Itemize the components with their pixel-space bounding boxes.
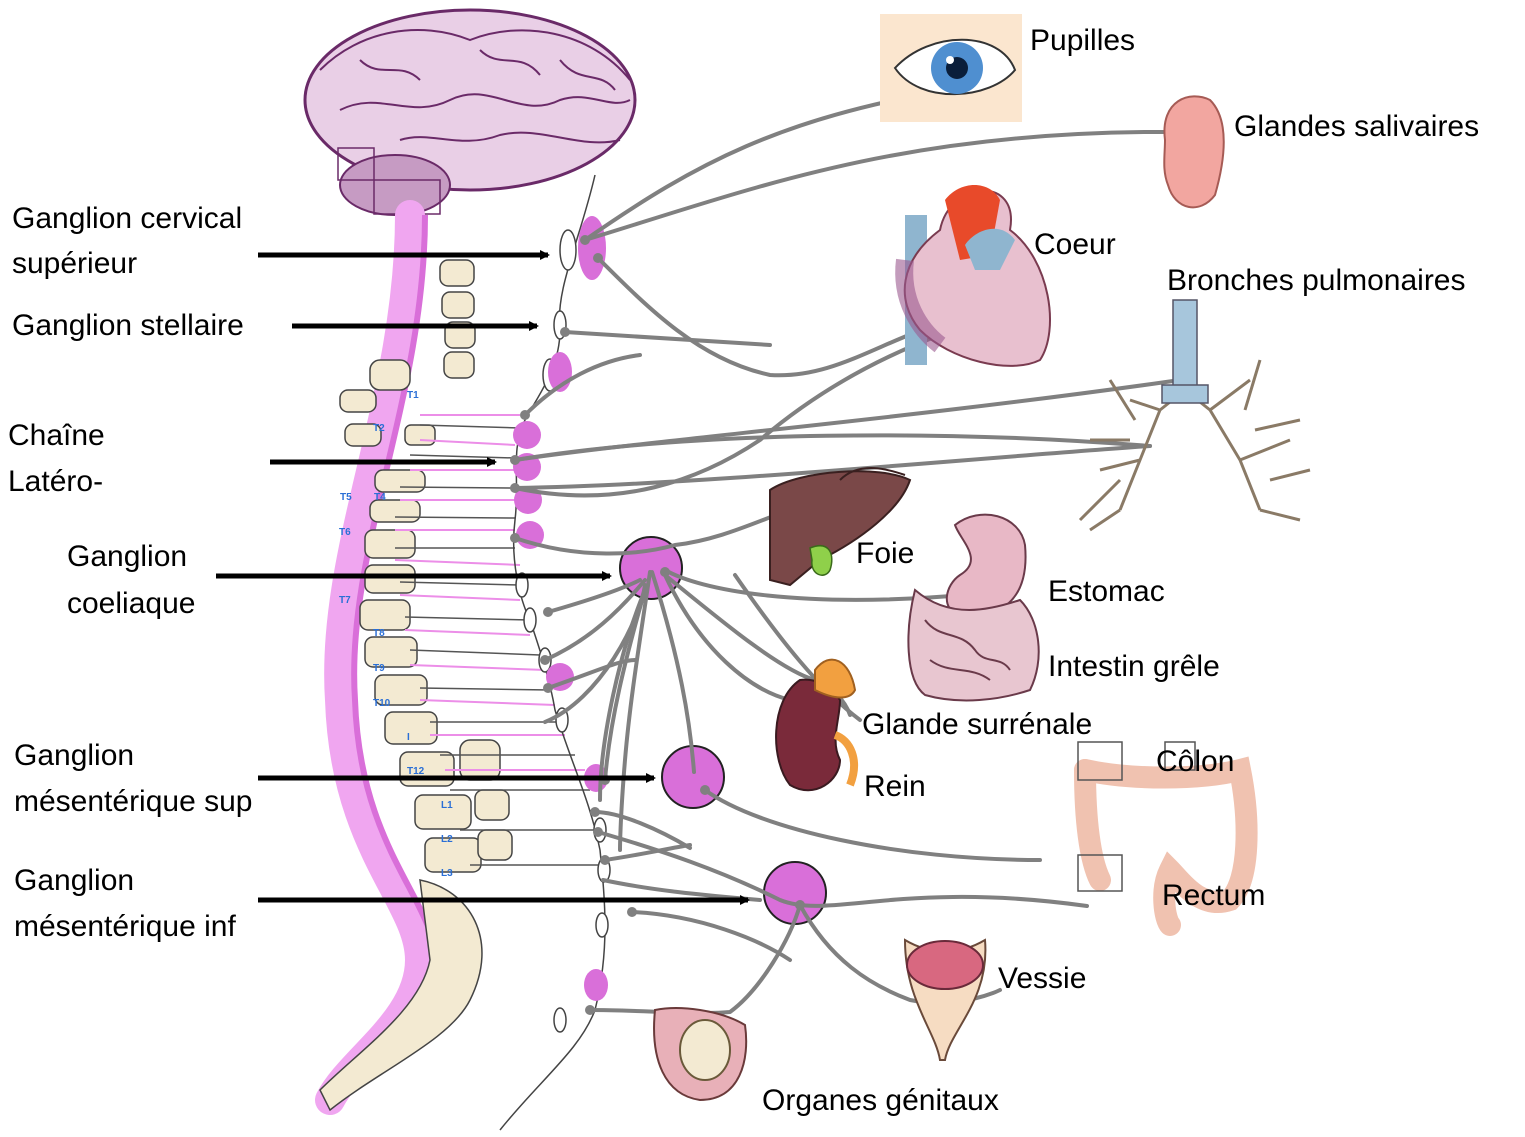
bladder-illustration	[905, 940, 985, 1060]
vertebra-label: T2	[373, 423, 385, 434]
label-rein: Rein	[864, 768, 926, 806]
superior-cervical-ganglion	[578, 216, 606, 280]
label-bronches: Bronches pulmonaires	[1167, 262, 1466, 300]
vertebra-label: T4	[374, 492, 386, 503]
bronchi-illustration	[1080, 300, 1310, 530]
label-foie: Foie	[856, 535, 914, 573]
vertebra-label: T12	[407, 766, 425, 777]
kidney-adrenal-illustration	[776, 660, 855, 791]
label-glandes-salivaires: Glandes salivaires	[1234, 108, 1479, 146]
label-ganglion-stellaire: Ganglion stellaire	[12, 307, 244, 345]
vertebra-label: L2	[441, 834, 453, 845]
label-chaine-line1: Chaîne	[8, 417, 105, 455]
heart-illustration	[904, 185, 1050, 366]
label-mesenterique-inf-line2: mésentérique inf	[14, 908, 236, 946]
label-pupilles: Pupilles	[1030, 22, 1135, 60]
label-coeur: Coeur	[1034, 226, 1116, 264]
vertebra-label: I	[407, 732, 410, 743]
label-ganglion-cervical-line1: Ganglion cervical	[12, 200, 242, 238]
eye-illustration	[880, 14, 1022, 122]
vertebra-label: T7	[339, 595, 351, 606]
label-vessie: Vessie	[998, 960, 1086, 998]
vertebra-label: T1	[407, 390, 419, 401]
vertebra-label: T8	[373, 628, 385, 639]
vertebra-label: T6	[339, 527, 351, 538]
label-mesenterique-sup-line2: mésentérique sup	[14, 783, 252, 821]
spinal-column: T1 T2 T5 T4 T6 T7 T8 T9 T10 I T12 L1 L2 …	[320, 215, 605, 1110]
label-glande-surrenale: Glande surrénale	[862, 706, 1092, 744]
vertebra-label: L1	[441, 800, 453, 811]
label-ganglion-cervical-line2: supérieur	[12, 245, 137, 283]
genital-organs-illustration	[654, 1008, 746, 1100]
vertebra-label: T10	[373, 698, 391, 709]
label-coeliaque-line2: coeliaque	[67, 585, 195, 623]
brain-illustration	[305, 10, 635, 215]
vertebra-label: T5	[340, 492, 352, 503]
stomach-intestine-illustration	[908, 515, 1038, 701]
salivary-gland-illustration	[1164, 96, 1224, 207]
label-rectum: Rectum	[1162, 877, 1265, 915]
label-mesenterique-sup-line1: Ganglion	[14, 737, 134, 775]
label-intestin-grele: Intestin grêle	[1048, 648, 1220, 686]
label-colon: Côlon	[1156, 743, 1234, 781]
sympathetic-chain	[500, 175, 610, 1130]
vertebra-label: L3	[441, 868, 453, 879]
label-mesenterique-inf-line1: Ganglion	[14, 862, 134, 900]
label-organes-genitaux: Organes génitaux	[762, 1082, 999, 1120]
label-coeliaque-line1: Ganglion	[67, 538, 187, 576]
label-estomac: Estomac	[1048, 573, 1165, 611]
vertebra-label: T9	[373, 663, 385, 674]
label-chaine-line2: Latéro-	[8, 463, 103, 501]
